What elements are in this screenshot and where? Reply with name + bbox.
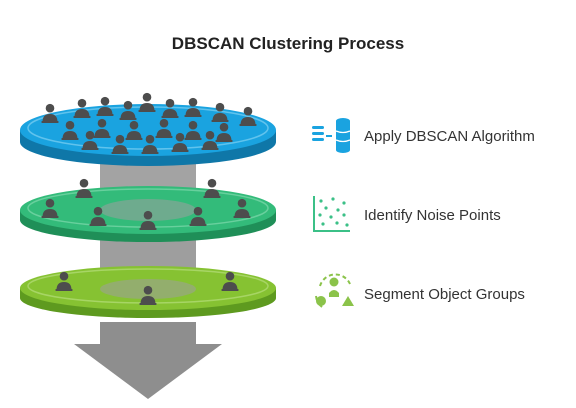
step-label-apply-dbscan: Apply DBSCAN Algorithm <box>364 128 535 145</box>
person-icon <box>75 178 93 198</box>
diagram-title: DBSCAN Clustering Process <box>171 34 405 53</box>
person-icon <box>138 92 156 112</box>
down-arrow <box>74 322 222 399</box>
step-label-identify-noise: Identify Noise Points <box>364 207 501 224</box>
person-icon <box>203 178 221 198</box>
step-label-segment-groups: Segment Object Groups <box>364 286 525 303</box>
database-algorithm-icon <box>312 118 351 153</box>
shapes-group-icon <box>315 273 354 308</box>
scatter-noise-icon <box>313 196 350 232</box>
layer-1-disc <box>20 104 276 166</box>
layer-2-disc <box>20 186 276 242</box>
